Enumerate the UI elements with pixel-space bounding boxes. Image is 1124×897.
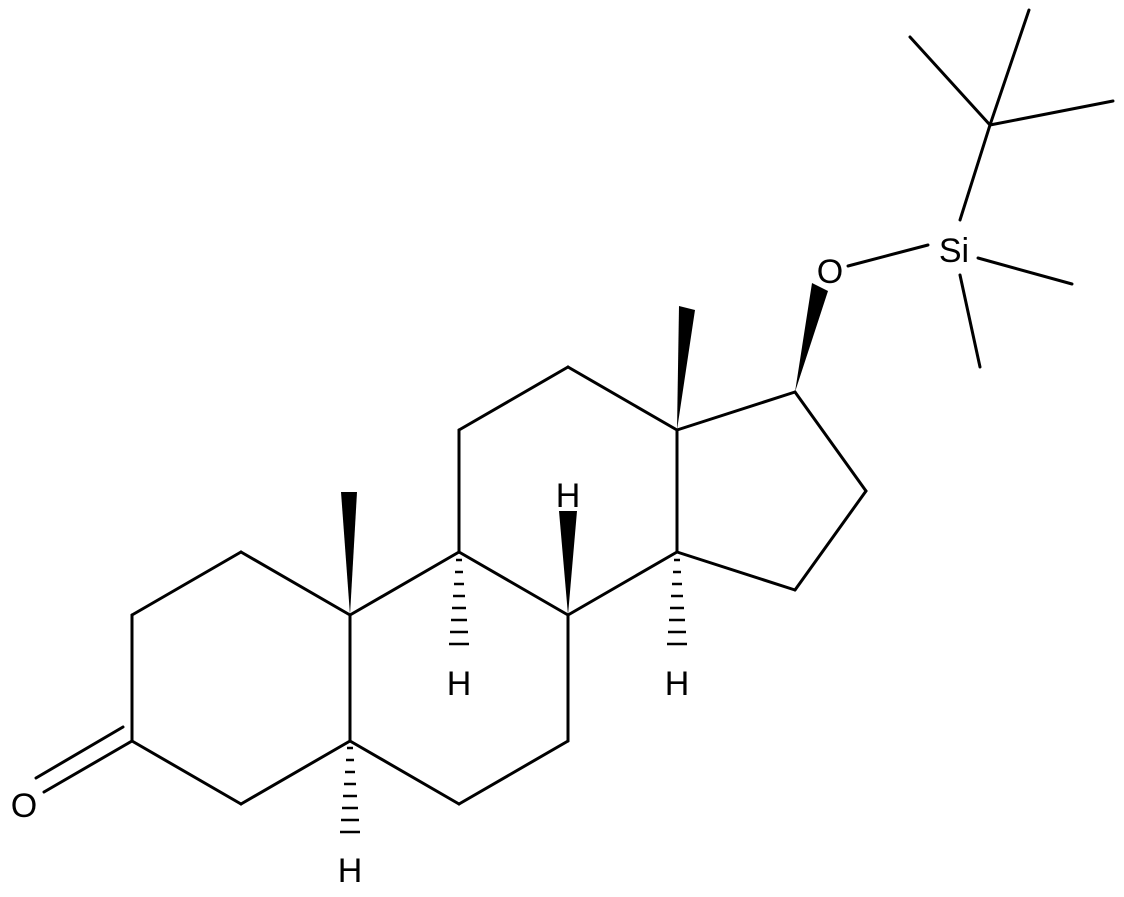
bond-c9-c10 xyxy=(348,550,461,617)
atom-label-h-c8: H xyxy=(556,477,581,515)
wedge-methyl-c19 xyxy=(341,492,357,615)
bond-c14-c8 xyxy=(566,550,679,617)
bond-si-methyl-1 xyxy=(976,256,1074,286)
bond-o-si xyxy=(846,243,930,268)
wedge-h-c8 xyxy=(559,511,577,615)
atom-label-silicon: Si xyxy=(939,232,969,270)
atom-label-h-c14: H xyxy=(665,665,690,703)
atom-label-h-c5: H xyxy=(338,852,363,890)
atom-label-oxygen-ketone: O xyxy=(11,787,37,825)
ring-c xyxy=(457,365,679,617)
bond-si-methyl-2 xyxy=(958,273,982,369)
bond-c15-c14 xyxy=(675,550,797,592)
bond-c3-c4 xyxy=(130,739,243,806)
bond-c8-c9 xyxy=(457,550,570,617)
atom-labels: O O Si H H H H xyxy=(11,232,969,890)
wedge-methyl-c18 xyxy=(677,306,695,430)
atom-label-oxygen-ether: O xyxy=(817,253,843,291)
bond-c1-c2 xyxy=(130,550,243,617)
wedge-o-c17 xyxy=(795,283,828,392)
bond-cquat-methyl-b xyxy=(988,8,1031,127)
hash-h-c9 xyxy=(449,558,469,646)
ring-d xyxy=(675,390,868,592)
hash-h-c14 xyxy=(667,558,687,646)
bond-c17-c16 xyxy=(793,390,868,493)
bond-c4-c5 xyxy=(239,739,352,806)
bond-c11-c12 xyxy=(457,365,570,432)
bond-cquat-methyl-c xyxy=(988,99,1115,127)
silyl-group xyxy=(846,8,1115,369)
wedge-bonds xyxy=(341,283,828,615)
ring-b xyxy=(348,550,570,806)
bond-c6-c7 xyxy=(457,739,570,806)
bond-c16-c15 xyxy=(793,489,868,592)
hash-h-c5 xyxy=(340,746,360,834)
bond-si-cquat xyxy=(958,123,992,222)
bond-c5-c6 xyxy=(348,739,461,806)
bond-c10-c1 xyxy=(239,550,352,617)
bond-cquat-methyl-a xyxy=(908,35,992,127)
bond-c13-c17 xyxy=(675,390,797,432)
atom-label-h-c9: H xyxy=(447,665,472,703)
hash-bonds xyxy=(340,558,687,834)
ring-a xyxy=(130,550,352,806)
ketone-double-bond xyxy=(34,725,134,794)
bond-c12-c13 xyxy=(566,365,679,432)
